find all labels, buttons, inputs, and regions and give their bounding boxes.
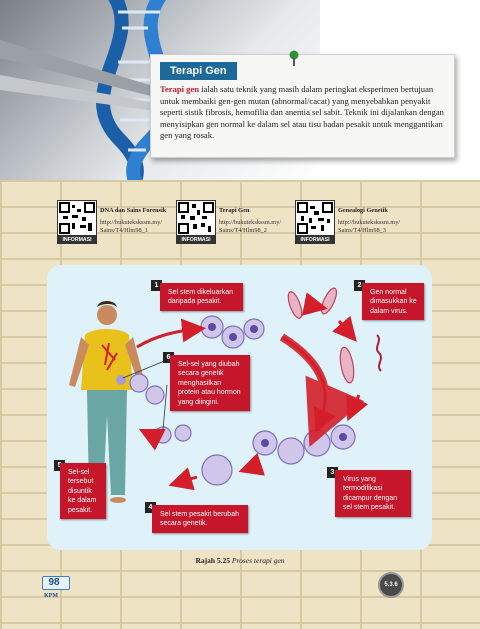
step-3-label: Virus yang termodifikasi dicampur dengan…	[335, 470, 411, 517]
step-2-label: Gen normal dimasukkan ke dalam virus.	[362, 283, 424, 321]
publisher-label: KPM	[44, 593, 58, 599]
pushpin-icon	[289, 50, 299, 66]
qr-code-icon	[176, 200, 216, 236]
qr-code-icon	[57, 200, 97, 236]
step-number-3: 3	[327, 467, 338, 478]
qr-code-3[interactable]: INFORMASI	[295, 200, 335, 244]
qr-url-3[interactable]: http://bukutekskssm.my/ Sains/T4/Hlm98_3	[338, 219, 401, 234]
step-5-label: Sel-sel tersebut disuntik ke dalam pesak…	[60, 463, 106, 520]
section-badge: 5.3.6	[378, 572, 404, 598]
page-number: 98	[48, 577, 60, 588]
qr-code-2[interactable]: INFORMASI	[176, 200, 216, 244]
info-card-highlight: Terapi gen	[160, 84, 200, 94]
qr-label: INFORMASI	[176, 236, 216, 244]
step-6-label: Sel-sel yang diubah secara genetik mengh…	[170, 355, 250, 412]
step-number-2: 2	[354, 280, 365, 291]
qr-url-2[interactable]: http://bukutekskssm.my/ Sains/T4/Hlm98_2	[219, 219, 282, 234]
page-number-frame	[42, 576, 70, 590]
qr-title-1: DNA dan Sains Forensik	[100, 207, 167, 214]
qr-code-1[interactable]: INFORMASI	[57, 200, 97, 244]
qr-url-1[interactable]: http://bukutekskssm.my/ Sains/T4/Hlm98_1	[100, 219, 163, 234]
info-card-title: Terapi Gen	[160, 62, 237, 80]
caption-label: Rajah 5.25	[195, 556, 231, 565]
diagram-artwork	[69, 287, 382, 503]
qr-title-3: Genealogi Genetik	[338, 207, 388, 214]
qr-label: INFORMASI	[295, 236, 335, 244]
caption-text: Proses terapi gen	[231, 556, 285, 565]
qr-code-icon	[295, 200, 335, 236]
figure-caption: Rajah 5.25 Proses terapi gen	[0, 556, 480, 565]
step-number-6: 6	[163, 352, 174, 363]
qr-title-2: Terapi Gen	[219, 207, 250, 214]
info-card-text: ialah satu teknik yang masih dalam perin…	[160, 84, 444, 141]
step-1-label: Sel stem dikeluarkan daripada pesakit.	[160, 283, 243, 311]
qr-label: INFORMASI	[57, 236, 97, 244]
step-number-1: 1	[151, 280, 162, 291]
step-4-label: Sel stem pesakit berubah secara genetik.	[152, 505, 248, 533]
step-number-4: 4	[145, 502, 156, 513]
step-number-5: 5	[54, 460, 65, 471]
hero-banner: Terapi Gen Terapi gen ialah satu teknik …	[0, 0, 480, 180]
info-card-body: Terapi gen ialah satu teknik yang masih …	[160, 84, 452, 142]
